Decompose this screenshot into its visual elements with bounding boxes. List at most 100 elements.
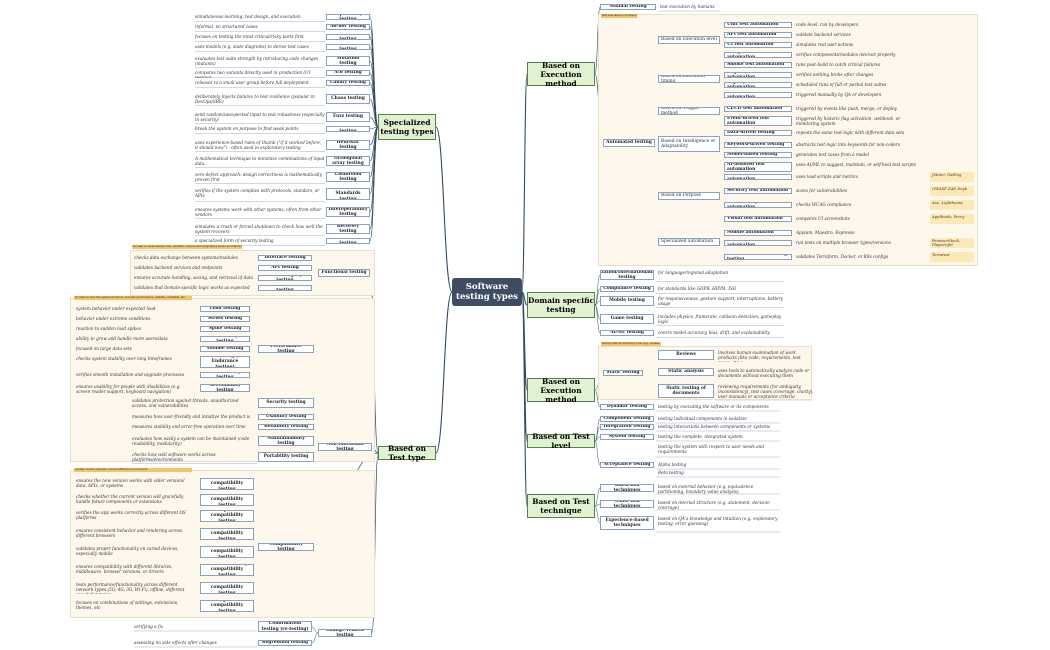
automation-node[interactable]: Accessibility test automation xyxy=(724,202,792,208)
compat-node[interactable]: Cross-platform compatibility testing xyxy=(200,510,254,522)
technique-node[interactable]: White-box techniques xyxy=(600,500,654,508)
static-node[interactable]: Static analysis xyxy=(658,368,714,376)
branch-test-technique[interactable]: Based on Test technique xyxy=(527,494,595,518)
specialized-node[interactable]: Canary testing xyxy=(326,80,370,86)
level-node[interactable]: Acceptance testing xyxy=(600,462,654,468)
functional-node[interactable]: API testing xyxy=(258,265,312,271)
domain-node[interactable]: Mobile testing xyxy=(600,296,654,306)
automation-node[interactable]: Integration test automation xyxy=(724,52,792,58)
compat-node[interactable]: Software/Library compatibility testing xyxy=(200,564,254,576)
compatibility-testing[interactable]: Compatibility testing xyxy=(258,543,314,551)
functional-node[interactable]: Interface testing xyxy=(258,255,312,261)
branch-specialized[interactable]: Specialized testing types xyxy=(378,114,436,140)
specialized-node[interactable]: Recovery testing xyxy=(326,224,370,234)
specialized-node[interactable]: Penetration testing xyxy=(326,238,370,244)
automation-node[interactable]: Event-driven test automation xyxy=(724,116,792,126)
automation-node[interactable]: Security test automation xyxy=(724,188,792,194)
specialized-node[interactable]: Chaos testing xyxy=(326,94,370,104)
level-node[interactable]: System testing xyxy=(600,434,654,440)
nonfunctional-node[interactable]: Security testing xyxy=(258,398,314,408)
branch-execution-method-1[interactable]: Based on Execution method xyxy=(527,61,595,88)
automation-group[interactable]: Based on Purpose xyxy=(658,192,720,200)
nonfunctional-node[interactable]: Reliability testing xyxy=(258,424,314,430)
specialized-node[interactable]: A/B testing xyxy=(326,70,370,76)
automation-group[interactable]: Specialized automation xyxy=(658,238,720,246)
automation-group[interactable]: Based on Execution timing xyxy=(658,75,720,83)
automation-group[interactable]: Based on Intelligence or Adaptability xyxy=(658,136,720,152)
automation-node[interactable]: AI-assisted test automation xyxy=(724,162,792,172)
automation-node[interactable]: UI test automation xyxy=(724,42,792,48)
nonfunctional-node[interactable]: Maintainability testing xyxy=(258,436,314,446)
domain-node[interactable]: Localization/Internationalization testin… xyxy=(600,270,654,280)
root-node[interactable]: Software testing types xyxy=(452,278,522,306)
static-node[interactable]: Reviews xyxy=(658,350,714,360)
functional-node[interactable]: Business rules testing xyxy=(258,285,312,291)
performance-node[interactable]: Scalability testing xyxy=(200,336,250,342)
static-node[interactable]: Static testing of documents xyxy=(658,384,714,398)
automated-testing[interactable]: Automated testing xyxy=(603,139,655,147)
change-node[interactable]: Confirmation testing (re-testing) xyxy=(258,621,312,632)
automation-group[interactable]: Based on Execution level xyxy=(658,36,720,44)
automation-node[interactable]: CI/CD test automation xyxy=(724,106,792,112)
nonfunctional-testing[interactable]: Non-functional testing xyxy=(318,443,372,451)
compat-node[interactable]: Forward compatibility testing xyxy=(200,494,254,506)
specialized-node[interactable]: Conformance / Standards testing xyxy=(326,188,370,200)
automation-node[interactable]: Infrastructure/Provising testing xyxy=(724,254,792,260)
compat-node[interactable]: Network compatibility testing xyxy=(200,582,254,594)
branch-domain-specific[interactable]: Domain specific testing xyxy=(527,292,595,318)
technique-node[interactable]: Experience-based techniques xyxy=(600,516,654,530)
static-testing[interactable]: Static testing xyxy=(603,370,643,376)
specialized-node[interactable]: Risk-based testing xyxy=(326,34,370,40)
automation-node[interactable]: Mobile automation xyxy=(724,230,792,236)
compat-node[interactable]: Cross-browser compatibility testing xyxy=(200,528,254,540)
level-node[interactable]: Component testing xyxy=(600,416,654,422)
automation-node[interactable]: Data-driven testing xyxy=(724,130,792,136)
automation-node[interactable]: On-demand test automation xyxy=(724,92,792,98)
specialized-node[interactable]: Heuristic testing xyxy=(326,140,370,150)
change-related-testing[interactable]: Change-related testing xyxy=(318,629,372,637)
specialized-node[interactable]: Destructive testing xyxy=(326,126,370,132)
branch-test-type[interactable]: Based on Test type xyxy=(378,444,436,462)
domain-node[interactable]: Game testing xyxy=(600,314,654,324)
automation-node[interactable]: Smoke test automation xyxy=(724,62,792,68)
performance-node[interactable]: Spike testing xyxy=(200,326,250,332)
branch-execution-method-2[interactable]: Based on Execution method xyxy=(527,377,595,404)
automation-node[interactable]: Cross-Browser automation xyxy=(724,240,792,246)
specialized-node[interactable]: Orthogonal array testing xyxy=(326,156,370,166)
specialized-node[interactable]: Model-based testing xyxy=(326,44,370,50)
nonfunctional-node[interactable]: Portability testing xyxy=(258,452,314,462)
performance-node[interactable]: Accessibility testing xyxy=(200,384,250,392)
level-node[interactable]: Integration testing xyxy=(600,424,654,430)
performance-testing[interactable]: Performance testing xyxy=(258,345,314,353)
performance-node[interactable]: Load testing xyxy=(200,306,250,312)
compat-node[interactable]: Backward compatibility testing xyxy=(200,478,254,490)
specialized-node[interactable]: Mutation testing xyxy=(326,56,370,66)
specialized-node[interactable]: Ad-hoc testing xyxy=(326,24,370,30)
branch-test-level[interactable]: Based on Test level xyxy=(527,432,595,450)
specialized-node[interactable]: Exploratory testing xyxy=(326,14,370,20)
automation-node[interactable]: Model-based testing xyxy=(724,152,792,158)
automation-node[interactable]: Unit test automation xyxy=(724,22,792,28)
specialized-node[interactable]: Interoperability testing xyxy=(326,207,370,217)
functional-testing[interactable]: Functional testing xyxy=(318,269,370,277)
compat-node[interactable]: Configuration compatibility testing xyxy=(200,600,254,612)
automation-node[interactable]: Regression test automation xyxy=(724,72,792,78)
automation-node[interactable]: Visual test automation xyxy=(724,216,792,222)
performance-node[interactable]: Installability testing xyxy=(200,372,250,378)
automation-node[interactable]: API test automation xyxy=(724,32,792,38)
automation-node[interactable]: Keyword-driven testing xyxy=(724,142,792,148)
change-node[interactable]: Regression testing xyxy=(258,640,312,646)
specialized-node[interactable]: Fuzz testing xyxy=(326,112,370,122)
dynamic-testing[interactable]: Dynamic testing xyxy=(600,404,654,410)
technique-node[interactable]: Black-box techniques xyxy=(600,484,654,492)
compat-node[interactable]: Device compatibility testing xyxy=(200,546,254,558)
performance-node[interactable]: Soak testing (aka Endurance testing) xyxy=(200,356,250,368)
specialized-node[interactable]: Cleanroom testing xyxy=(326,172,370,182)
nonfunctional-node[interactable]: Usability testing xyxy=(258,414,314,420)
functional-node[interactable]: Data integrity testing xyxy=(258,275,312,281)
automation-node[interactable]: Performance test automation xyxy=(724,174,792,180)
performance-node[interactable]: Stress testing xyxy=(200,316,250,322)
manual-testing[interactable]: Manual testing xyxy=(600,4,656,10)
automation-group[interactable]: Based on Trigger method xyxy=(658,107,720,115)
automation-node[interactable]: Nightly/Batch test automation xyxy=(724,82,792,88)
